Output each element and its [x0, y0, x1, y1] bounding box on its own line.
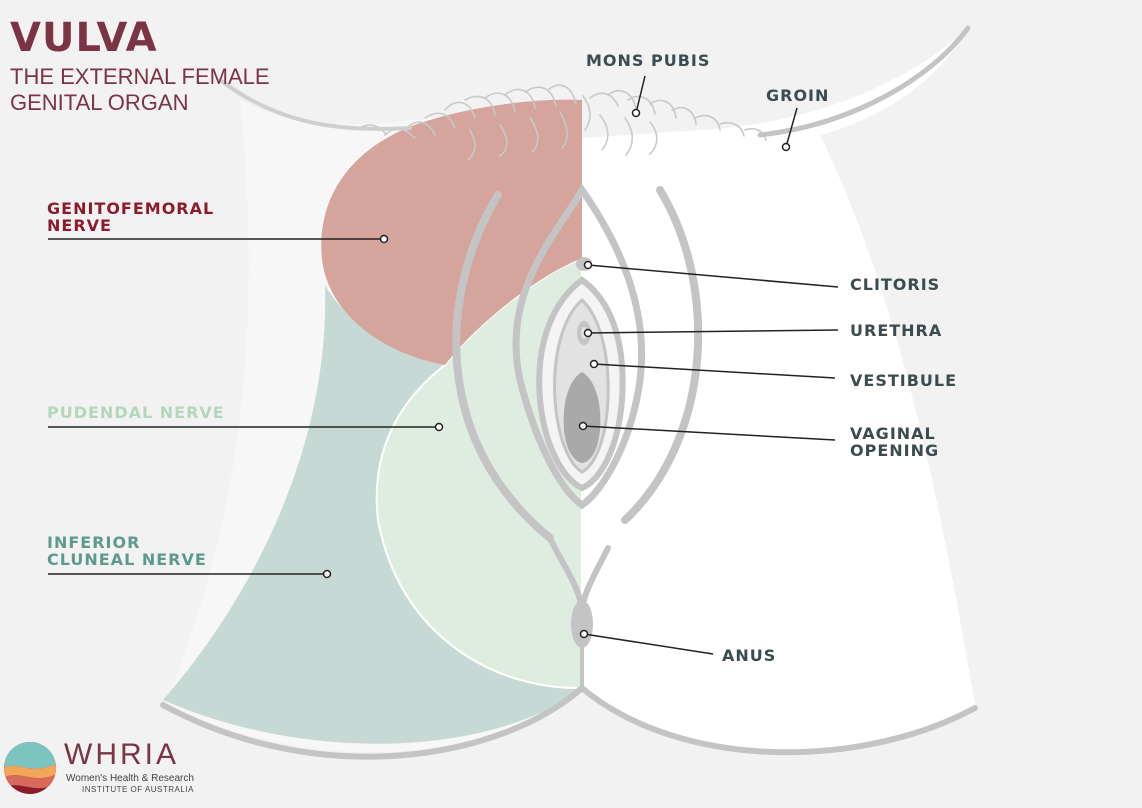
labia-majora-left: [452, 191, 554, 542]
label-pudendal-nerve: PUDENDAL NERVE: [47, 403, 225, 422]
label-genitofemoral-line2: NERVE: [47, 216, 112, 235]
pudendal-region: [375, 256, 583, 690]
label-vaginal-line1: VAGINAL: [850, 424, 936, 443]
logo-tagline: Women's Health & Research: [66, 773, 194, 784]
body-right-half: [582, 28, 975, 756]
label-inferior-line1: INFERIOR: [47, 533, 141, 552]
perineum-right: [581, 545, 611, 603]
leader-anus: [583, 633, 714, 655]
labia-outer: [512, 183, 645, 510]
whria-logo-mark: [4, 742, 56, 794]
label-clitoris: CLITORIS: [850, 275, 941, 294]
anus-shape: [571, 600, 593, 648]
pubic-hair: [359, 84, 767, 161]
page-title: VULVA: [10, 15, 158, 61]
logo-subtagline: INSTITUTE OF AUSTRALIA: [82, 785, 194, 794]
label-genitofemoral-line1: GENITOFEMORAL: [47, 199, 215, 218]
groin-contour-right: [757, 25, 971, 138]
leader-urethra: [587, 329, 839, 334]
leader-mons-pubis: [635, 75, 646, 114]
buttock-contour-right: [579, 685, 978, 756]
inferior-cluneal-region: [163, 285, 582, 744]
perineum-left: [547, 535, 583, 603]
label-vestibule: VESTIBULE: [850, 371, 958, 390]
label-urethra: URETHRA: [850, 321, 943, 340]
label-anus: ANUS: [722, 646, 777, 665]
leader-dots: [322, 108, 791, 639]
buttock-contour-left: [160, 685, 585, 760]
whria-logo: WHRIA Women's Health & Research INSTITUT…: [4, 740, 204, 800]
labia-majora-right: [621, 186, 703, 524]
leader-vaginal: [582, 425, 836, 441]
leader-groin: [785, 107, 798, 148]
label-groin: GROIN: [766, 86, 830, 105]
genitofemoral-region: [321, 99, 582, 365]
logo-wordmark: WHRIA: [64, 738, 179, 771]
label-mons-pubis: MONS PUBIS: [586, 51, 711, 70]
label-vaginal-line2: OPENING: [850, 441, 940, 460]
vaginal-opening-shape: [563, 372, 601, 463]
leader-vestibule: [593, 363, 836, 379]
leader-clitoris: [587, 264, 839, 288]
leader-lines: [48, 75, 839, 655]
groin-contour-left: [218, 78, 412, 131]
page-subtitle: THE EXTERNAL FEMALE GENITAL ORGAN: [10, 64, 270, 115]
label-inferior-line2: CLUNEAL NERVE: [47, 550, 207, 569]
